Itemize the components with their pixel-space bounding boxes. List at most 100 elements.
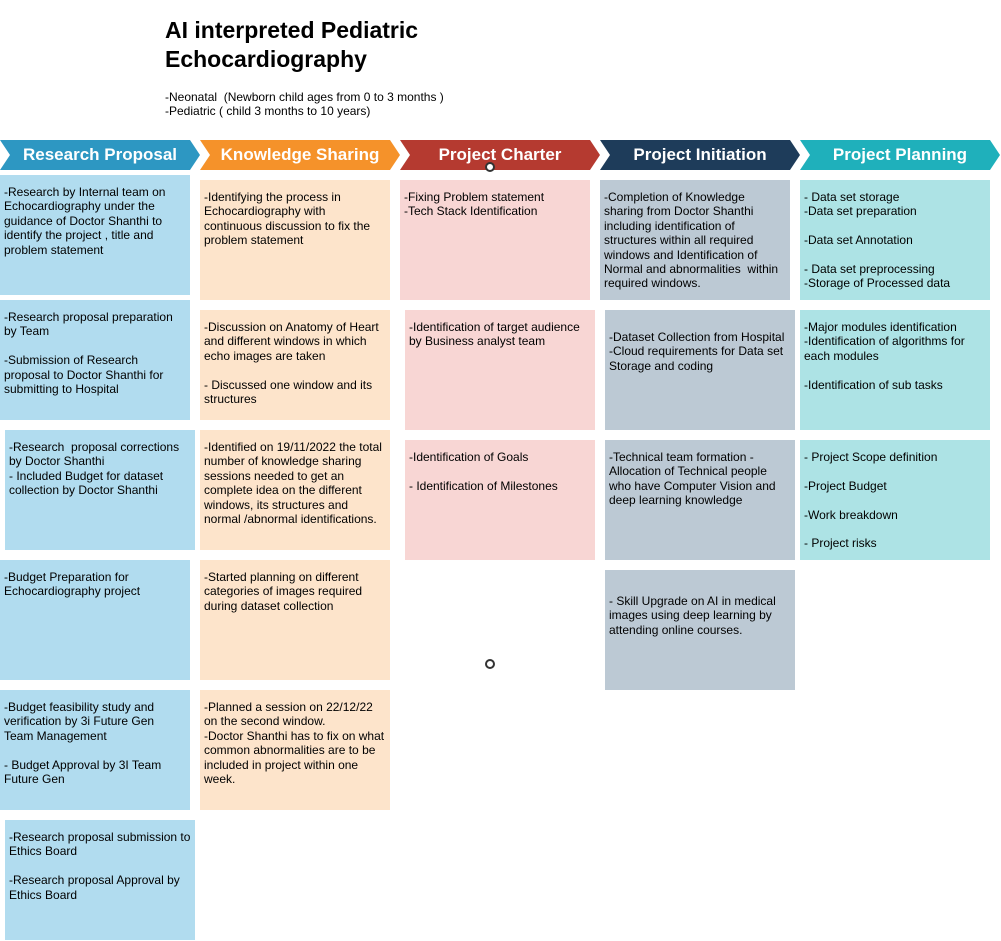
card-line: -Dataset Collection from Hospital	[609, 330, 785, 344]
card-line: normal /abnormal identifications.	[204, 512, 377, 527]
card-line: - Project risks	[804, 536, 877, 551]
card-line: attending online courses.	[609, 622, 743, 637]
card-line: -Major modules identification	[804, 320, 957, 334]
card-line	[4, 743, 186, 757]
subtitle-line-pediatric: -Pediatric ( child 3 months to 10 years)	[165, 104, 371, 118]
card-line: Allocation of Technical people	[609, 464, 767, 479]
card-line: windows, its structures and	[204, 497, 349, 512]
card-line: -Planned a session on 22/12/22	[204, 700, 373, 714]
subtitle: -Neonatal (Newborn child ages from 0 to …	[165, 90, 444, 118]
card-line: -Research proposal Approval by	[9, 873, 180, 888]
card-line: - Included Budget for dataset	[9, 468, 164, 483]
card-line	[804, 522, 986, 536]
card-line: -Budget Preparation for	[4, 570, 129, 584]
card-line: - Data set preprocessing	[804, 262, 935, 276]
card-line: -Data set preparation	[804, 204, 917, 219]
card-line: included in project within one	[204, 757, 359, 772]
charter-card-1: -Fixing Problem statement-Tech Stack Ide…	[400, 180, 590, 300]
card-line: collection by Doctor Shanthi	[9, 483, 158, 498]
card-line: -Identifying the process in	[204, 190, 341, 204]
card-line: by Doctor Shanthi	[9, 454, 105, 469]
card-line: -Tech Stack Identification	[404, 204, 538, 219]
card-line: -Data set Annotation	[804, 233, 913, 248]
card-line: including identification of	[604, 218, 735, 233]
card-line	[804, 219, 986, 233]
card-line: Echocardiography with	[204, 204, 326, 219]
card-line: Ethics Board	[9, 887, 78, 902]
header-project-planning: Project Planning	[800, 140, 1000, 170]
connector-dot-bottom	[485, 659, 495, 669]
card-line: number of knowledge sharing	[204, 454, 362, 469]
card-line: structures within all required	[604, 233, 754, 248]
card-line: -Identification of algorithms for	[804, 334, 965, 349]
card-line: -Started planning on different	[204, 570, 359, 584]
card-line: Echocardiography under the	[4, 199, 155, 214]
card-line	[204, 363, 386, 377]
card-line: problem statement	[4, 242, 104, 257]
card-line: -Identification of sub tasks	[804, 377, 943, 392]
card-line: -Cloud requirements for Data set	[609, 344, 784, 359]
header-project-initiation: Project Initiation	[600, 140, 800, 170]
card-line: and different windows in which	[204, 334, 367, 349]
card-line: complete idea on the different	[204, 483, 362, 498]
card-line: -Completion of Knowledge	[604, 190, 745, 204]
card-line: who have Computer Vision and	[609, 478, 776, 493]
charter-card-3: -Identification of Goals - Identification…	[405, 440, 595, 560]
card-line: - Project Scope definition	[804, 450, 938, 464]
initiation-card-2: -Dataset Collection from Hospital-Cloud …	[605, 310, 795, 430]
card-line: proposal to Doctor Shanthi for	[4, 367, 164, 382]
card-line	[804, 363, 986, 377]
card-line: required windows.	[604, 276, 701, 291]
card-line: -Research proposal submission to	[9, 830, 191, 844]
card-line: Future Gen	[4, 772, 65, 787]
card-line: deep learning knowledge	[609, 493, 743, 508]
card-line: -Research proposal corrections	[9, 440, 180, 454]
initiation-card-3: -Technical team formation -Allocation of…	[605, 440, 795, 560]
card-line: -Budget feasibility study and	[4, 700, 155, 714]
card-line: Ethics Board	[9, 844, 78, 859]
card-line	[804, 464, 986, 478]
card-line: Storage and coding	[609, 358, 714, 373]
card-line: by Team	[4, 324, 50, 339]
card-line: sessions needed to get an	[204, 468, 345, 483]
card-line: each modules	[804, 348, 879, 363]
card-line: - Skill Upgrade on AI in medical	[609, 594, 776, 608]
card-line	[409, 464, 591, 478]
page-title: AI interpreted Pediatric Echocardiograph…	[165, 17, 419, 72]
card-line: - Identification of Milestones	[409, 478, 558, 493]
card-line: -Storage of Processed data	[804, 276, 951, 291]
card-line: guidance of Doctor Shanthi to	[4, 213, 163, 228]
connector-dot-top	[485, 162, 495, 172]
card-line: week.	[204, 772, 236, 787]
planning-card-1: - Data set storage-Data set preparation -…	[800, 180, 990, 300]
card-line: common abnormalities are to be	[204, 743, 376, 758]
card-line: on the second window.	[204, 714, 326, 729]
card-line: -Identification of Goals	[409, 450, 529, 464]
card-line: Normal and abnormalities within	[604, 262, 779, 277]
planning-card-3: - Project Scope definition-Project Budge…	[800, 440, 990, 560]
card-line: verification by 3i Future Gen	[4, 714, 155, 729]
card-line: -Work breakdown	[804, 507, 898, 522]
card-line: structures	[204, 392, 257, 407]
card-line: continuous discussion to fix the	[204, 218, 371, 233]
card-line	[4, 339, 186, 353]
card-line	[804, 493, 986, 507]
card-line: by Business analyst team	[409, 334, 546, 349]
card-line	[804, 248, 986, 262]
card-line: - Data set storage	[804, 190, 900, 204]
card-line: categories of images required	[204, 584, 363, 599]
card-line: -Research by Internal team on	[4, 185, 166, 199]
card-line: echo images are taken	[204, 348, 326, 363]
card-line: -Fixing Problem statement	[404, 190, 545, 204]
card-line: Echocardiography project	[4, 584, 141, 599]
